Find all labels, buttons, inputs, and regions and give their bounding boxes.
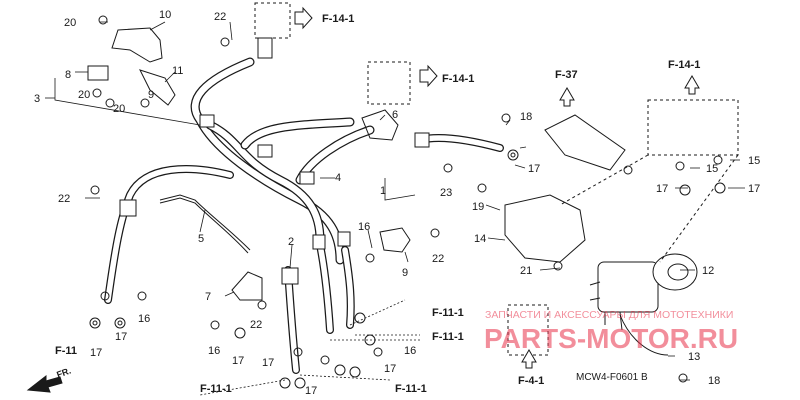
callout-9: 9 [148,89,154,101]
callout-22: 22 [250,319,262,331]
callout-17: 17 [232,355,244,367]
bolts [89,15,726,389]
callout-16: 16 [208,345,220,357]
hose-left-lower [104,165,234,304]
callout-16: 16 [358,221,370,233]
callout-22: 22 [58,193,70,205]
ref-f111-b: F-11-1 [432,331,464,343]
bracket-14 [504,194,586,263]
callout-20: 20 [78,89,90,101]
abs-modulator [589,253,698,331]
callout-15: 15 [748,155,760,167]
ref-f111-d: F-11-1 [395,383,427,395]
watermark-tagline: ЗАПЧАСТИ И АКСЕССУАРЫ ДЛЯ МОТОТЕХНИКИ [485,309,733,321]
ref-f14-right: F-14-1 [668,59,700,71]
hose-clamp [337,231,351,247]
callout-1: 1 [380,185,386,197]
hose-clamp [119,199,137,217]
hose-clamp [299,171,315,185]
ref-f14-mid: F-14-1 [442,73,474,85]
callout-17: 17 [90,347,102,359]
callout-13: 13 [688,351,700,363]
hose-clamp [257,144,273,158]
callout-23: 23 [440,187,452,199]
callout-5: 5 [198,233,204,245]
callout-17: 17 [384,363,396,375]
callout-12: 12 [702,265,714,277]
callout-8: 8 [65,69,71,81]
callout-18: 18 [708,375,720,387]
bracket-10 [111,27,163,63]
callout-17: 17 [528,163,540,175]
callout-22: 22 [432,253,444,265]
ref-f111-c: F-11-1 [200,383,232,395]
watermark-brand: PARTS-MOTOR.RU [484,323,738,354]
callout-6: 6 [392,109,398,121]
callout-16: 16 [138,313,150,325]
callout-22: 22 [214,11,226,23]
callout-14: 14 [474,233,486,245]
sensor-8 [87,65,109,81]
inset-box-mid [367,61,411,105]
callout-10: 10 [159,9,171,21]
metal-pipe [159,194,251,251]
hose-clamp [312,234,326,250]
callout-19: 19 [472,201,484,213]
diagram-code: MCW4-F0601 B [576,372,648,383]
callout-4: 4 [335,172,341,184]
callout-2: 2 [288,236,294,248]
bracket-f37 [544,114,626,171]
hose-clamp [199,114,215,128]
bracket-7 [231,271,263,301]
bracket-11 [139,69,176,106]
callout-9: 9 [402,267,408,279]
ref-f37: F-37 [555,69,578,81]
callout-7: 7 [205,291,211,303]
callout-20: 20 [113,103,125,115]
callout-20: 20 [64,17,76,29]
leader-lines [45,21,745,381]
ref-f41: F-4-1 [518,375,544,387]
callout-17: 17 [656,183,668,195]
hose-clamp [414,132,430,148]
front-arrow-icon [26,374,63,393]
ref-f111-a: F-11-1 [432,307,464,319]
callout-17: 17 [748,183,760,195]
inset-box-right [647,99,739,156]
callout-17: 17 [305,385,317,397]
bracket-6 [361,109,399,141]
callout-3: 3 [34,93,40,105]
inset-box-top [254,2,291,39]
ref-f14-top: F-14-1 [322,13,354,25]
hose-clamp [281,267,299,285]
joint-9 [379,227,411,253]
callout-11: 11 [172,65,183,77]
sensor-wire-13 [619,314,669,356]
callout-15: 15 [706,163,718,175]
callout-17: 17 [262,357,274,369]
callout-16: 16 [404,345,416,357]
ref-f11-left: F-11 [55,345,77,357]
callout-18: 18 [520,111,532,123]
front-label: FR. [55,366,72,380]
callout-17: 17 [115,331,127,343]
callout-21: 21 [520,265,532,277]
hose-clamp [257,37,273,59]
ref-arrow [294,6,700,369]
